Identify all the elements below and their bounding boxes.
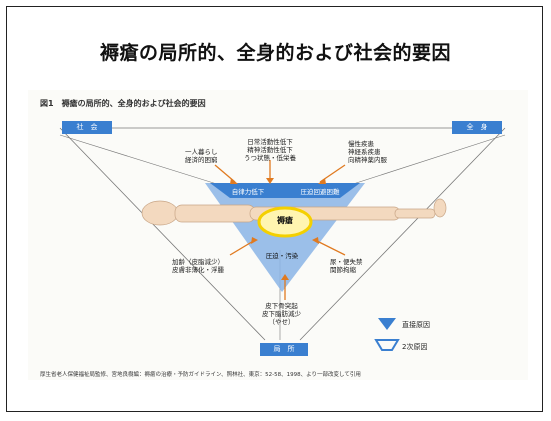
top-band (210, 183, 360, 198)
legend-direct-label: 直接原因 (402, 321, 430, 329)
pressure-ulcer-oval (257, 206, 313, 238)
legend-secondary-icon (374, 339, 400, 351)
corner-local: 局 所 (260, 343, 308, 356)
slide-title: 褥瘡の局所的、全身的および社会的要因 (99, 42, 451, 64)
factor-top-right: 慢性疾患 神経系疾患 向精神薬内服 (348, 140, 387, 165)
inner-right-line (349, 134, 506, 186)
arrow-bottom-right (314, 239, 346, 256)
label-pressure-avoidance: 圧迫回避困難 (300, 188, 340, 196)
outer-right-line (299, 127, 506, 341)
corner-systemic: 全 身 (452, 121, 502, 134)
factor-bottom-center: 皮下骨突起 皮下脂肪減少 （やせ） (262, 302, 301, 327)
factor-bottom-left: 加齢（皮脂減少） 皮膚非薄化・浮腫 (172, 258, 224, 275)
arrow-bottom-left (229, 239, 256, 256)
legend-direct-icon (378, 318, 396, 330)
label-center: 褥瘡 (277, 216, 293, 225)
corner-social: 社 会 (62, 121, 112, 134)
outer-left-line (59, 127, 266, 341)
inner-left-line (59, 134, 221, 186)
factor-top-left: 一人暮らし 経済的困窮 (185, 148, 218, 165)
figure-caption: 図1 褥瘡の局所的、全身的および社会的要因 (40, 99, 206, 108)
factor-top-center: 日常活動性低下 精神活動性低下 うつ状態・低栄養 (244, 138, 296, 163)
label-pressure-contamination: 圧迫・汚染 (265, 252, 299, 260)
figure-source: 厚生省老人保健福祉局監修、宮地良樹編：褥瘡の治療・予防ガイドライン、照林社、東京… (40, 372, 361, 378)
label-autonomy-decline: 自律力低下 (231, 188, 265, 196)
legend-secondary-label: 2次原因 (402, 343, 428, 351)
factor-bottom-right: 尿・便失禁 関節拘縮 (330, 258, 363, 275)
